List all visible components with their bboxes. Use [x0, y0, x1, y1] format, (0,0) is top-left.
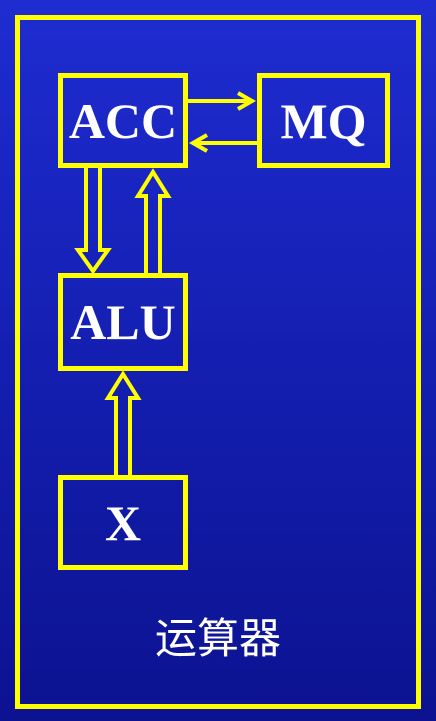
x-register: X	[58, 475, 188, 570]
alu-unit: ALU	[58, 273, 188, 371]
acc-register: ACC	[58, 73, 188, 168]
arithmetic-unit-frame	[15, 15, 421, 709]
arithmetic-unit-caption: 运算器	[154, 614, 281, 663]
acc-label: ACC	[68, 92, 178, 149]
mq-label: MQ	[280, 92, 367, 149]
alu-label: ALU	[70, 294, 176, 350]
x-label: X	[104, 494, 142, 551]
mq-register: MQ	[257, 73, 390, 168]
